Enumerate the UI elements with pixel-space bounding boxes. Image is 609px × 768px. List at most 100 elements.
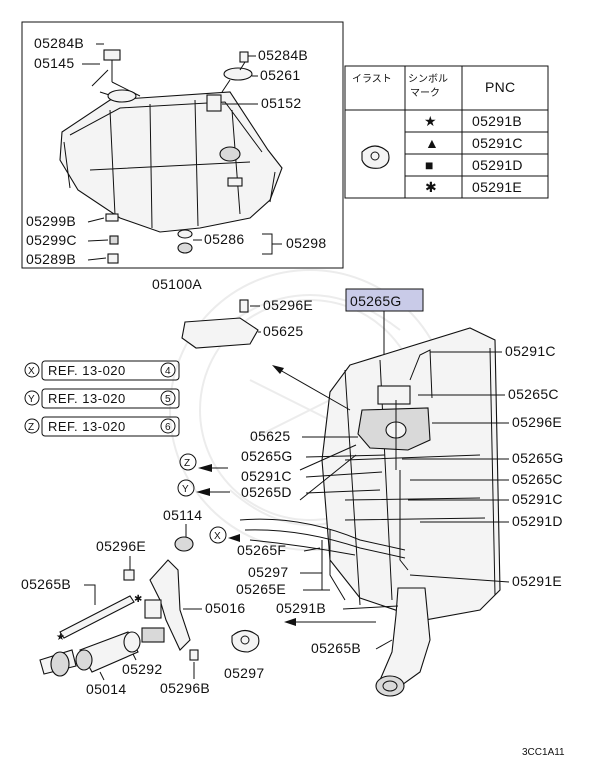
label-05261[interactable]: 05261 [260,67,300,83]
diagram-code: 3CC1A11 [522,747,565,758]
table-pnc-05291B[interactable]: 05291B [472,113,522,129]
label-05296E-lower[interactable]: 05296E [96,538,146,554]
label-05291D[interactable]: 05291D [512,513,563,529]
callout-x[interactable]: X [209,526,240,544]
hose-clamp-illustration [361,145,390,169]
svg-text:Y: Y [28,394,35,405]
label-05291C-left[interactable]: 05291C [241,468,292,484]
fuel-tank-05100A[interactable] [59,91,283,233]
table-header-pnc: PNC [485,79,515,95]
table-header-symbol-1: シンボル [408,73,448,85]
label-05291C-2[interactable]: 05291C [512,491,563,507]
filler-pipe-05016[interactable] [141,559,191,651]
table-symbol-star: ★ [424,113,437,129]
hose-clamp-05297[interactable] [231,629,260,653]
filler-hose-05292[interactable] [75,631,141,673]
nut-05299B[interactable] [105,213,119,222]
bolt-05296B[interactable] [189,649,199,661]
svg-text:5: 5 [165,394,171,405]
bolt-05296E[interactable] [123,569,135,581]
reference-x[interactable]: X REF. 13-020 4 [24,360,180,381]
table-pnc-05291C[interactable]: 05291C [472,135,523,151]
table-symbol-triangle: ▲ [425,135,439,151]
table-symbol-square: ■ [425,157,434,173]
table-symbol-asterisk: ✱ [425,179,437,195]
label-05265B-left[interactable]: 05265B [21,576,71,592]
tank-filler-neck [219,146,243,187]
nut-05289B[interactable] [107,253,119,264]
label-05298[interactable]: 05298 [286,235,326,251]
washer-05286-upper[interactable] [177,229,193,239]
label-05291B[interactable]: 05291B [276,600,326,616]
svg-text:Z: Z [28,422,34,433]
tank-labels: 05284B 05145 05284B 05261 05152 05299B 0… [26,35,326,292]
label-05145[interactable]: 05145 [34,55,74,71]
label-05265E[interactable]: 05265E [236,581,286,597]
protector-05625-top[interactable] [181,299,259,349]
label-05286[interactable]: 05286 [204,231,244,247]
callout-z[interactable]: Z [179,453,228,472]
reference-z[interactable]: Z REF. 13-020 6 [24,416,180,437]
label-05265G-right[interactable]: 05265G [512,450,564,466]
label-05265C-2[interactable]: 05265C [512,471,563,487]
label-05297-mid[interactable]: 05297 [248,564,288,580]
label-05152[interactable]: 05152 [261,95,301,111]
label-05265D[interactable]: 05265D [241,484,292,500]
table-header-illustration: イラスト [352,73,392,85]
table-pnc-05291E[interactable]: 05291E [472,179,522,195]
highlight-05265G[interactable]: 05265G [345,288,424,380]
svg-text:★: ★ [56,632,65,643]
label-05299B[interactable]: 05299B [26,213,76,229]
label-05625-top[interactable]: 05625 [263,323,303,339]
fuel-pump-assembly-05145[interactable] [91,49,141,103]
label-05265F[interactable]: 05265F [237,542,286,558]
table-header-symbol-2: マーク [410,87,440,99]
label-05296B[interactable]: 05296B [160,680,210,696]
svg-text:X: X [214,531,221,542]
label-05014[interactable]: 05014 [86,681,126,697]
callout-y[interactable]: Y [177,479,230,497]
fuel-gauge-unit-05261[interactable] [221,51,253,93]
reference-list: X REF. 13-020 4 Y REF. 13-020 5 Z REF. 1… [24,360,180,437]
label-05296E-right[interactable]: 05296E [512,414,562,430]
washer-05286-lower[interactable] [177,242,193,254]
pump-module-05625[interactable] [357,385,431,451]
svg-text:4: 4 [165,366,171,377]
svg-text:Z: Z [184,458,190,469]
tank-box-frame [21,21,344,269]
label-05284B-left[interactable]: 05284B [34,35,84,51]
label-05284B-right[interactable]: 05284B [258,47,308,63]
svg-text:✱: ✱ [134,594,142,605]
label-05297-bottom[interactable]: 05297 [224,665,264,681]
svg-text:6: 6 [165,422,171,433]
fuel-sender-05152[interactable] [206,94,222,112]
label-05265C-1[interactable]: 05265C [508,386,559,402]
label-05625-mid[interactable]: 05625 [250,428,290,444]
label-05265G-left[interactable]: 05265G [241,448,293,464]
breather-hose-05265B[interactable] [59,595,135,639]
filler-neck-assembly[interactable] [375,587,431,697]
label-05265B-bottom[interactable]: 05265B [311,640,361,656]
fuel-tank-group [21,21,344,269]
label-05291E[interactable]: 05291E [512,573,562,589]
svg-text:REF. 13-020: REF. 13-020 [48,363,126,378]
svg-text:REF. 13-020: REF. 13-020 [48,391,126,406]
symbol-legend-table: イラスト シンボル マーク PNC ★ 05291B ▲ 05291C ■ 05… [344,65,549,199]
label-05265G-highlight[interactable]: 05265G [350,293,402,309]
nut-05299C[interactable] [109,235,119,245]
label-05292[interactable]: 05292 [122,661,162,677]
label-05299C[interactable]: 05299C [26,232,77,248]
label-05296E-top[interactable]: 05296E [263,297,313,313]
label-05100A[interactable]: 05100A [152,276,202,292]
hose-05014[interactable] [39,649,77,677]
label-05291C-1[interactable]: 05291C [505,343,556,359]
label-05016[interactable]: 05016 [205,600,245,616]
grommet-05114[interactable] [174,536,194,552]
label-05114[interactable]: 05114 [163,507,202,523]
svg-text:REF. 13-020: REF. 13-020 [48,419,126,434]
svg-text:X: X [28,366,35,377]
label-05289B[interactable]: 05289B [26,251,76,267]
table-pnc-05291D[interactable]: 05291D [472,157,523,173]
reference-y[interactable]: Y REF. 13-020 5 [24,388,180,409]
